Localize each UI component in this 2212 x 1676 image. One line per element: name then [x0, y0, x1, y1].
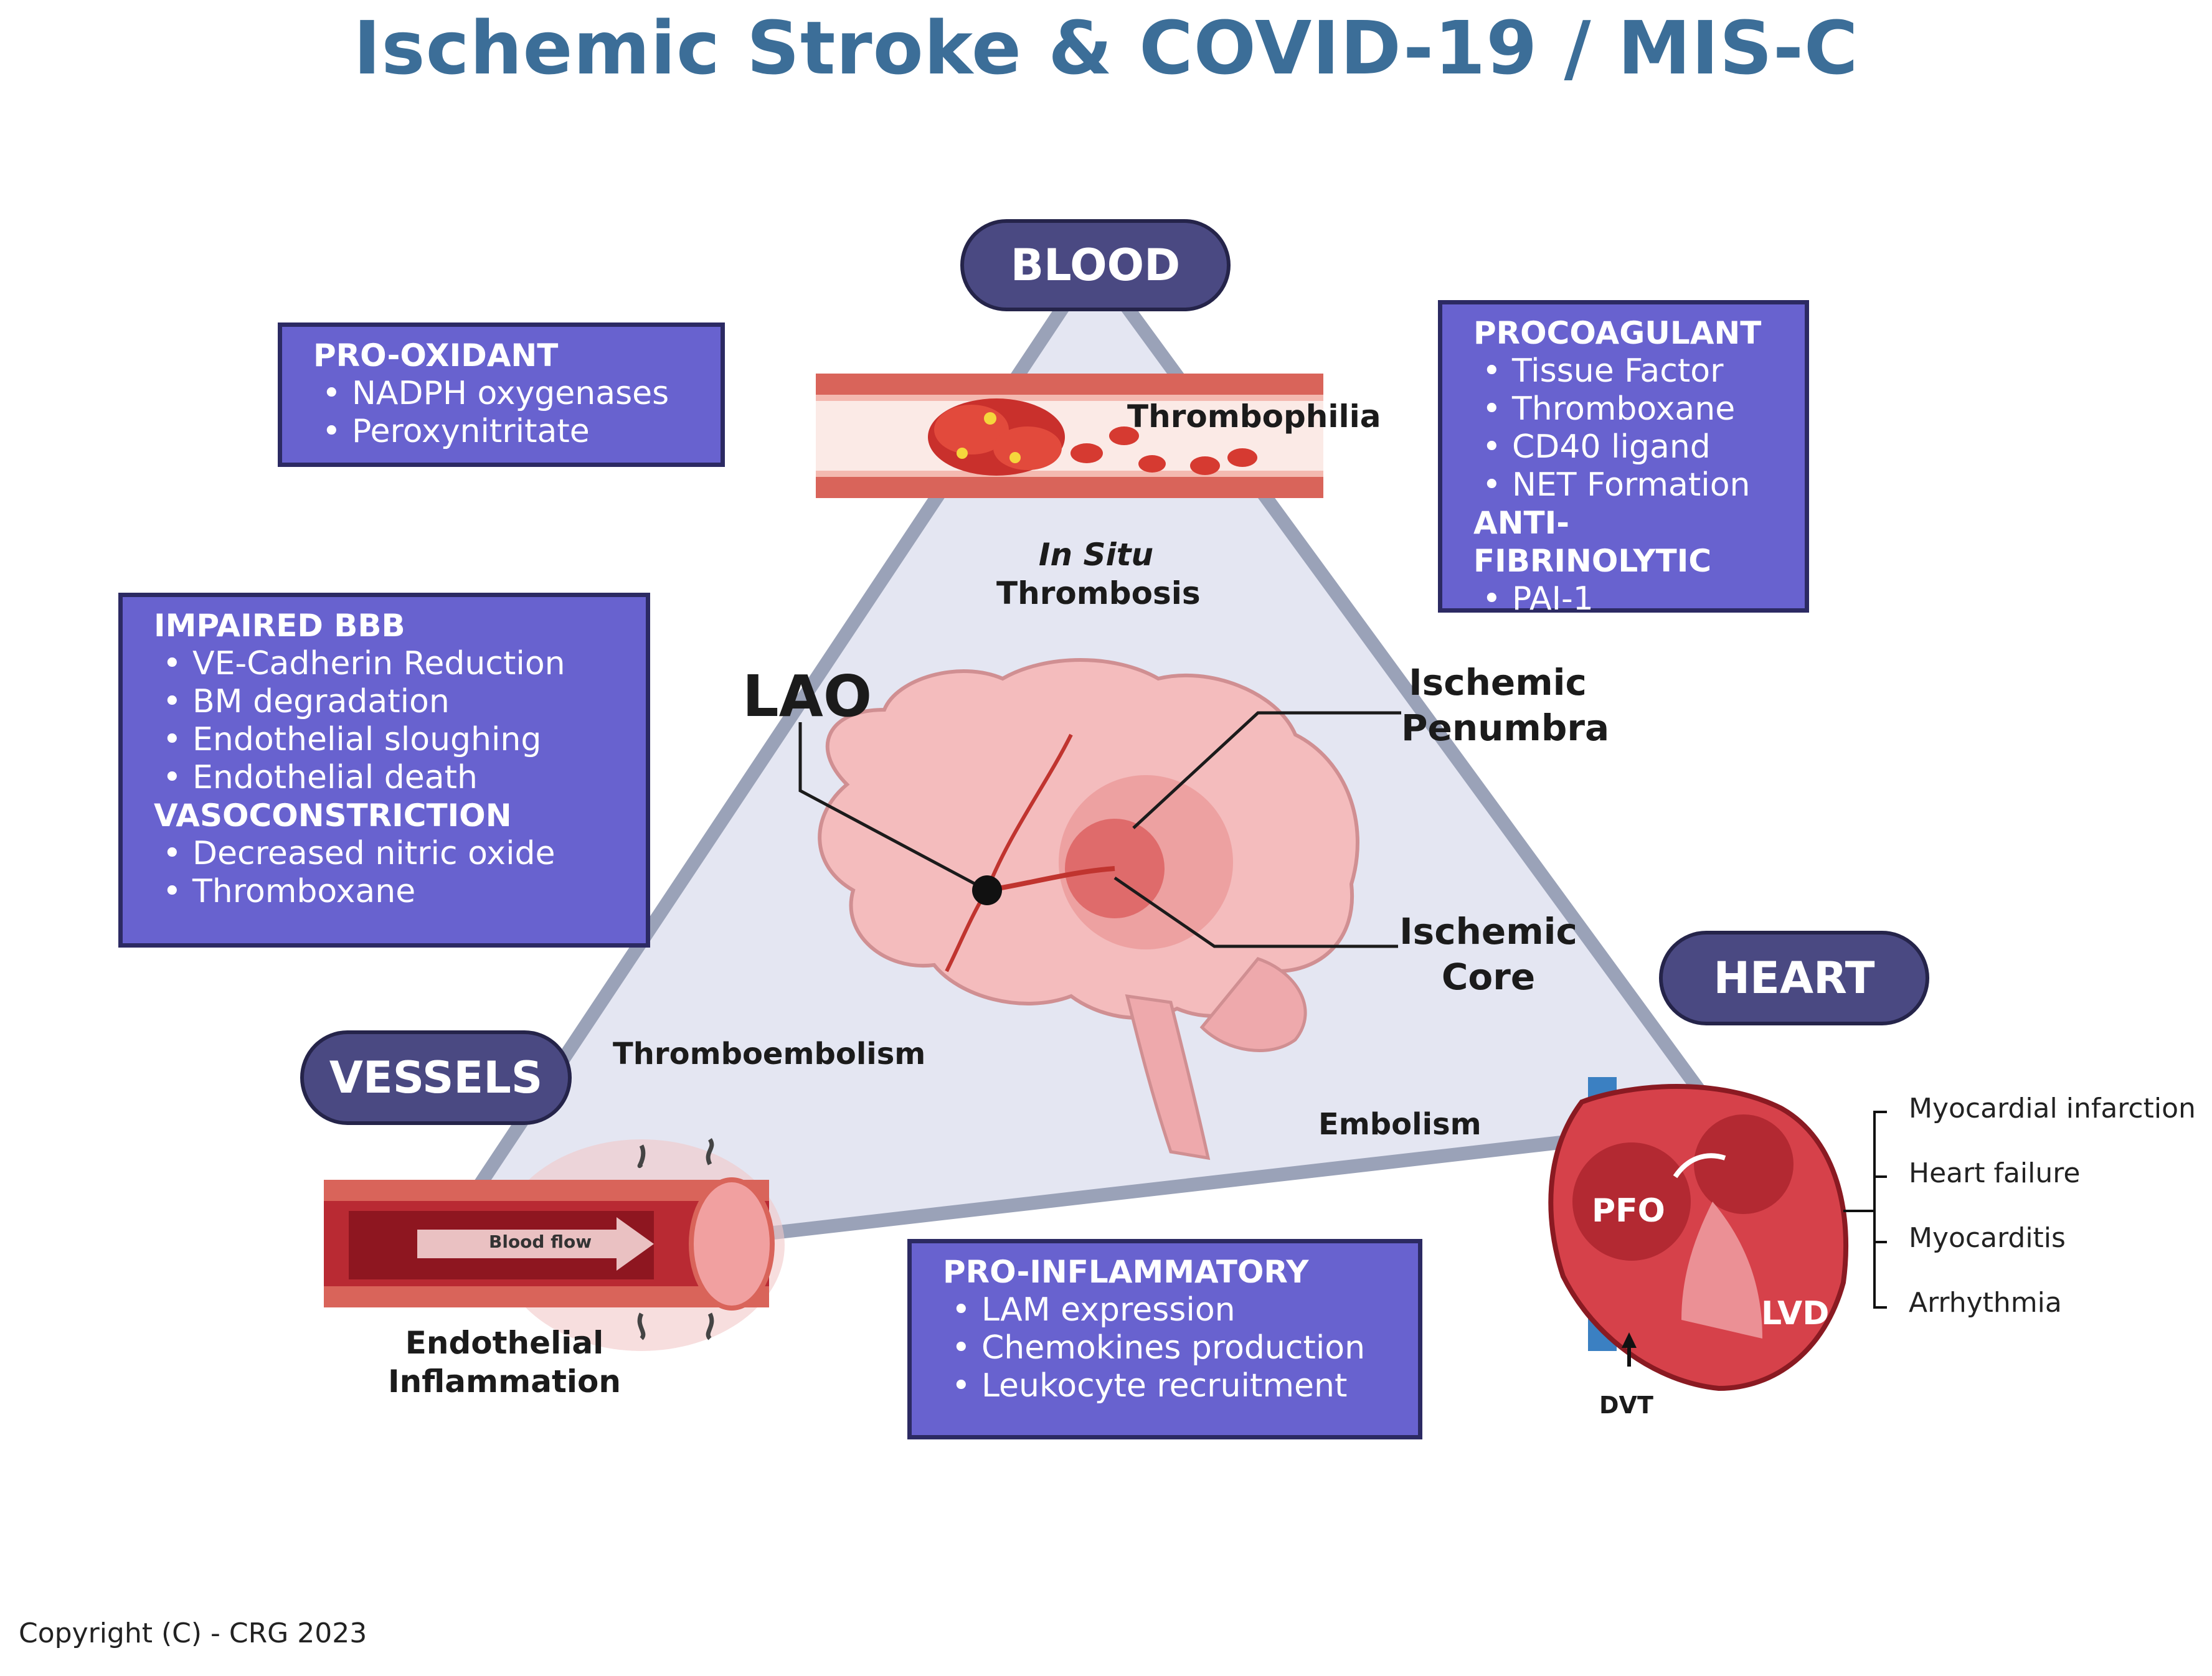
thrombophilia-label: Thrombophilia: [1127, 398, 1381, 435]
impaired-bbb-item: Endothelial sloughing: [163, 721, 646, 759]
impaired-bbb-item: Endothelial death: [163, 759, 646, 797]
pro-inflammatory-box: PRO-INFLAMMATORY LAM expression Chemokin…: [907, 1239, 1422, 1439]
vasoconstriction-heading: VASOCONSTRICTION: [154, 798, 512, 834]
vessels-node-label: VESSELS: [329, 1052, 543, 1103]
procoagulant-heading: PROCOAGULANT: [1473, 315, 1762, 351]
page-title: Ischemic Stroke & COVID-19 / MIS-C: [353, 5, 1859, 91]
pro-oxidant-heading: PRO-OXIDANT: [313, 337, 559, 374]
thrombosis-label: Thrombosis: [996, 575, 1201, 611]
endothelial-inflammation-label-line2: Inflammation: [388, 1363, 621, 1400]
brain-illustration: [818, 658, 1359, 1160]
lao-label: LAO: [742, 663, 872, 730]
anti-fibrinolytic-heading: ANTI-FIBRINOLYTIC: [1473, 505, 1712, 579]
pro-oxidant-box: PRO-OXIDANT NADPH oxygenases Peroxynitri…: [278, 322, 725, 467]
heart-condition-item: Heart failure: [1909, 1157, 2081, 1189]
procoagulant-item: Tissue Factor: [1482, 352, 1805, 390]
pfo-label: PFO: [1592, 1192, 1665, 1230]
heart-conditions-bracket: [1843, 1111, 1887, 1309]
lvd-label: LVD: [1761, 1295, 1830, 1332]
heart-node-label: HEART: [1713, 953, 1875, 1004]
impaired-bbb-heading: IMPAIRED BBB: [154, 608, 405, 644]
vasoconstriction-item: Decreased nitric oxide: [163, 835, 646, 873]
heart-condition-item: Arrhythmia: [1909, 1287, 2062, 1319]
thromboembolism-label: Thromboembolism: [613, 1037, 926, 1071]
leader-lines: [798, 711, 1401, 948]
endothelial-vessel-illustration: [324, 1138, 785, 1351]
lao-occlusion-dot: [972, 875, 1002, 905]
embolism-label: Embolism: [1318, 1107, 1482, 1142]
pro-oxidant-item: Peroxynitritate: [322, 413, 721, 451]
copyright-notice: Copyright (C) - CRG 2023: [19, 1617, 367, 1649]
procoagulant-item: NET Formation: [1482, 466, 1805, 504]
ischemic-penumbra-label-line1: Ischemic: [1409, 661, 1587, 704]
heart-illustration: [1548, 1077, 1849, 1391]
endothelial-inflammation-label-line1: Endothelial: [405, 1325, 604, 1361]
heart-condition-item: Myocardial infarction: [1909, 1093, 2196, 1124]
ischemic-core-label-line1: Ischemic: [1399, 910, 1577, 953]
procoagulant-item: Thromboxane: [1482, 390, 1805, 428]
pro-oxidant-item: NADPH oxygenases: [322, 375, 721, 413]
ischemic-penumbra-label-line2: Penumbra: [1401, 707, 1610, 749]
vessels-node: VESSELS: [300, 1030, 572, 1125]
procoagulant-box: PROCOAGULANT Tissue Factor Thromboxane C…: [1438, 300, 1809, 618]
ischemic-core-label-line2: Core: [1441, 956, 1536, 998]
impaired-bbb-item: BM degradation: [163, 683, 646, 721]
pro-inflammatory-item: LAM expression: [952, 1291, 1418, 1329]
heart-condition-item: Myocarditis: [1909, 1222, 2066, 1254]
pro-inflammatory-heading: PRO-INFLAMMATORY: [943, 1254, 1309, 1290]
procoagulant-item: CD40 ligand: [1482, 428, 1805, 466]
vasoconstriction-item: Thromboxane: [163, 873, 646, 911]
blood-node-label: BLOOD: [1010, 240, 1181, 291]
thrombophilia-vessel-illustration: [816, 374, 1323, 498]
anti-fibrinolytic-item: PAI-1: [1482, 580, 1805, 618]
blood-flow-label: Blood flow: [489, 1231, 592, 1252]
blood-node: BLOOD: [960, 219, 1231, 311]
impaired-bbb-box: IMPAIRED BBB VE-Cadherin Reduction BM de…: [118, 593, 650, 948]
impaired-bbb-item: VE-Cadherin Reduction: [163, 645, 646, 683]
pro-inflammatory-item: Chemokines production: [952, 1329, 1418, 1367]
pro-inflammatory-item: Leukocyte recruitment: [952, 1367, 1418, 1405]
heart-node: HEART: [1659, 931, 1929, 1025]
dvt-label: DVT: [1599, 1391, 1653, 1419]
in-situ-label: In Situ: [1038, 537, 1154, 573]
